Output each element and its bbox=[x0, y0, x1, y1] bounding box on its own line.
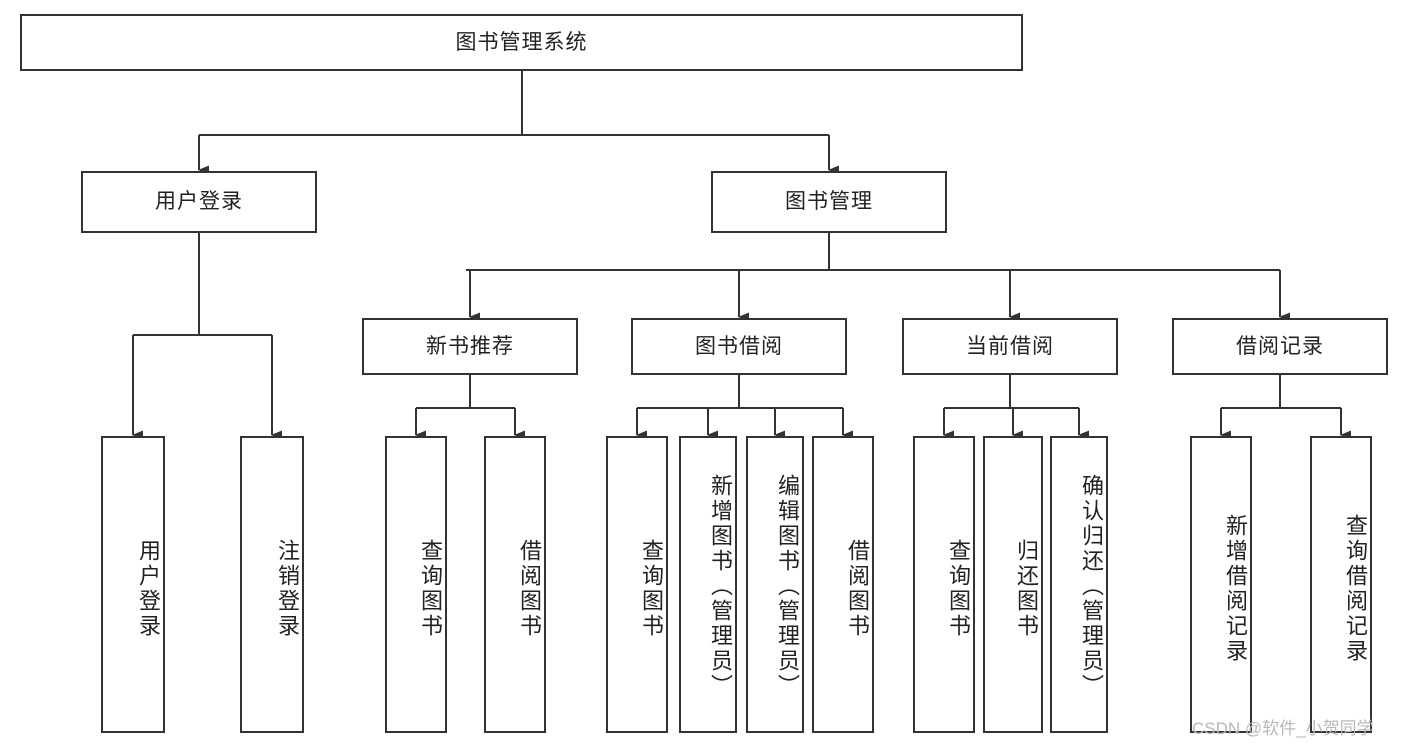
leaf-user-login-label: 用户登录 bbox=[136, 538, 161, 639]
node-book-borrow-label: 图书借阅 bbox=[695, 334, 783, 358]
node-new-book-recommend[interactable]: 新书推荐 bbox=[362, 318, 578, 375]
node-book-manage[interactable]: 图书管理 bbox=[711, 171, 947, 233]
node-user-login[interactable]: 用户登录 bbox=[81, 171, 317, 233]
leaf-query-borrow-record-label: 查询借阅记录 bbox=[1343, 513, 1368, 664]
leaf-add-book-admin[interactable]: 新增图书（管理员） bbox=[679, 436, 737, 733]
leaf-borrow-book-recommend[interactable]: 借阅图书 bbox=[484, 436, 546, 733]
leaf-query-book-current-label: 查询图书 bbox=[946, 538, 971, 639]
node-new-book-recommend-label: 新书推荐 bbox=[426, 334, 514, 358]
leaf-logout-label: 注销登录 bbox=[275, 538, 300, 639]
connector-lines bbox=[132, 71, 1351, 440]
leaf-borrow-book-label: 借阅图书 bbox=[845, 538, 870, 639]
node-borrow-record[interactable]: 借阅记录 bbox=[1172, 318, 1388, 375]
node-root-label: 图书管理系统 bbox=[455, 30, 588, 54]
leaf-query-book-recommend[interactable]: 查询图书 bbox=[385, 436, 447, 733]
node-book-borrow[interactable]: 图书借阅 bbox=[631, 318, 847, 375]
node-current-borrow[interactable]: 当前借阅 bbox=[902, 318, 1118, 375]
csdn-watermark: CSDN @软件_小贺同学 bbox=[1192, 719, 1374, 738]
leaf-confirm-return-admin[interactable]: 确认归还（管理员） bbox=[1050, 436, 1108, 733]
leaf-user-login[interactable]: 用户登录 bbox=[101, 436, 165, 733]
leaf-logout[interactable]: 注销登录 bbox=[240, 436, 304, 733]
leaf-return-book[interactable]: 归还图书 bbox=[983, 436, 1043, 733]
leaf-add-borrow-record-label: 新增借阅记录 bbox=[1223, 513, 1248, 664]
leaf-query-book-borrow[interactable]: 查询图书 bbox=[606, 436, 668, 733]
leaf-query-book-recommend-label: 查询图书 bbox=[418, 538, 443, 639]
leaf-borrow-book-recommend-label: 借阅图书 bbox=[517, 538, 542, 639]
leaf-edit-book-admin[interactable]: 编辑图书（管理员） bbox=[746, 436, 804, 733]
leaf-query-book-borrow-label: 查询图书 bbox=[639, 538, 664, 639]
leaf-return-book-label: 归还图书 bbox=[1014, 538, 1039, 639]
node-root[interactable]: 图书管理系统 bbox=[20, 14, 1023, 71]
leaf-confirm-return-admin-label: 确认归还（管理员） bbox=[1079, 474, 1104, 699]
node-user-login-label: 用户登录 bbox=[155, 190, 243, 214]
node-current-borrow-label: 当前借阅 bbox=[966, 334, 1054, 358]
leaf-borrow-book[interactable]: 借阅图书 bbox=[812, 436, 874, 733]
leaf-edit-book-admin-label: 编辑图书（管理员） bbox=[775, 474, 800, 699]
node-book-manage-label: 图书管理 bbox=[785, 190, 873, 214]
leaf-add-borrow-record[interactable]: 新增借阅记录 bbox=[1190, 436, 1252, 733]
leaf-add-book-admin-label: 新增图书（管理员） bbox=[708, 474, 733, 699]
node-borrow-record-label: 借阅记录 bbox=[1236, 334, 1324, 358]
leaf-query-borrow-record[interactable]: 查询借阅记录 bbox=[1310, 436, 1372, 733]
leaf-query-book-current[interactable]: 查询图书 bbox=[913, 436, 975, 733]
